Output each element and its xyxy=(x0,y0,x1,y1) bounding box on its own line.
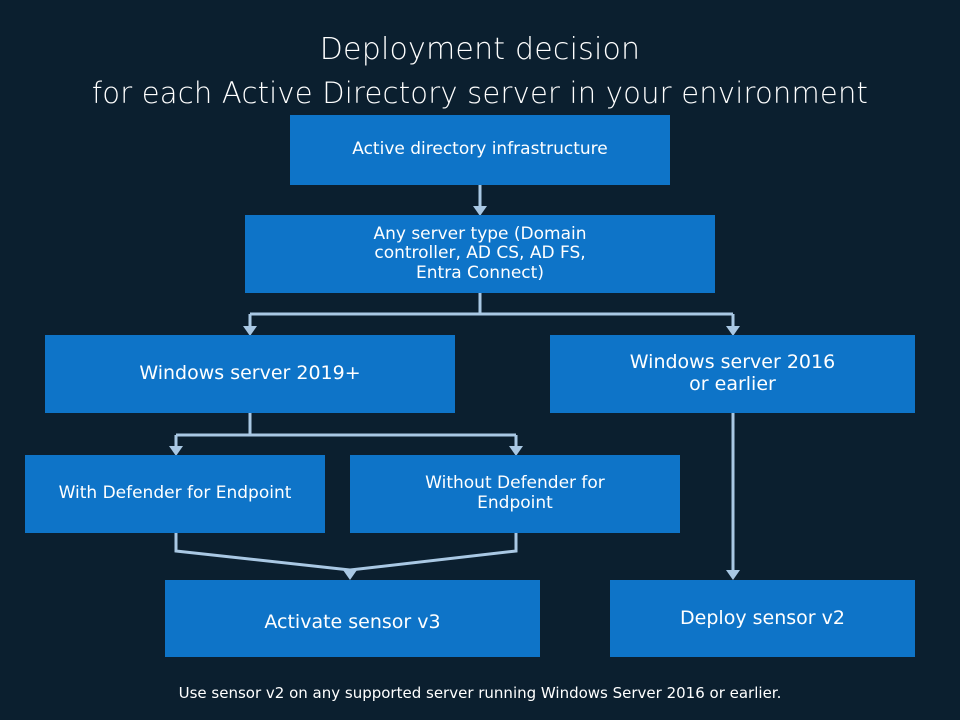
node-windows-server-2016-or-earlier: Windows server 2016 or earlier xyxy=(550,335,915,413)
node-without-defender-for-endpoint-label: Without Defender for Endpoint xyxy=(425,473,605,513)
node-ad-infrastructure: Active directory infrastructure xyxy=(290,115,670,185)
node-without-defender-for-endpoint: Without Defender for Endpoint xyxy=(350,455,680,533)
node-windows-server-2019-plus: Windows server 2019+ xyxy=(45,335,455,413)
node-deploy-sensor-v2-label: Deploy sensor v2 xyxy=(680,606,845,629)
node-any-server-type: Any server type (Domain controller, AD C… xyxy=(245,215,715,293)
node-deploy-sensor-v2: Deploy sensor v2 xyxy=(610,580,915,657)
node-with-defender-for-endpoint: With Defender for Endpoint xyxy=(25,455,325,533)
connector-servertype-split xyxy=(248,293,735,328)
node-any-server-type-label: Any server type (Domain controller, AD C… xyxy=(373,223,587,283)
arrowhead-activate-v3 xyxy=(343,570,357,580)
node-activate-sensor-v3: Activate sensor v3 xyxy=(165,580,540,657)
diagram-title: Deployment decision xyxy=(319,32,641,67)
arrowhead-deploy-v2 xyxy=(726,570,740,580)
diagram-subtitle: for each Active Directory server in your… xyxy=(91,76,869,110)
connector-merge-to-v3 xyxy=(174,533,518,572)
node-windows-server-2019-plus-label: Windows server 2019+ xyxy=(139,362,361,385)
footnote: Use sensor v2 on any supported server ru… xyxy=(178,684,782,702)
connector-ws2019-split xyxy=(174,413,518,448)
node-ad-infrastructure-label: Active directory infrastructure xyxy=(352,139,608,160)
node-with-defender-for-endpoint-label: With Defender for Endpoint xyxy=(58,483,292,504)
node-windows-server-2016-or-earlier-label: Windows server 2016 or earlier xyxy=(629,351,836,395)
node-activate-sensor-v3-label: Activate sensor v3 xyxy=(264,610,441,633)
